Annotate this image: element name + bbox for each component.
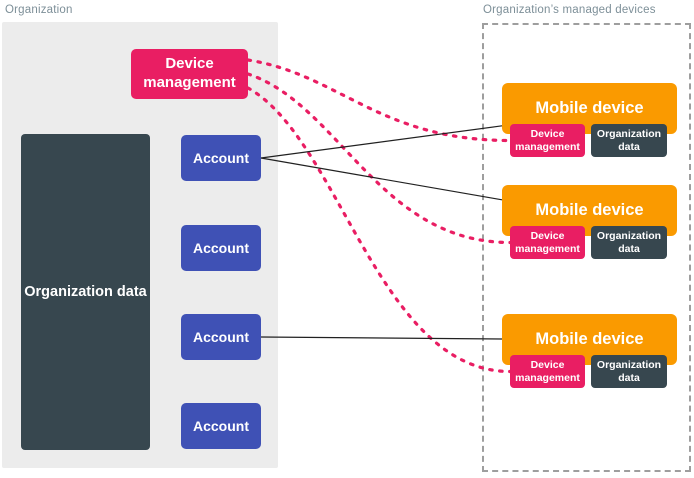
- dm-link-3: [246, 86, 512, 374]
- device-1-orgdata-chip: Organization data: [591, 124, 667, 157]
- dm-link-1: [246, 58, 512, 143]
- account-box-4: Account: [181, 403, 261, 449]
- mobile-device-1: Mobile device Device management Organiza…: [502, 83, 677, 199]
- account-box-3: Account: [181, 314, 261, 360]
- account-link-2: [260, 157, 503, 201]
- device-3-dm-chip: Device management: [510, 355, 585, 388]
- account-box-1: Account: [181, 135, 261, 181]
- account-link-3: [260, 336, 503, 340]
- organization-data-box: Organization data: [21, 134, 150, 450]
- mobile-device-3: Mobile device Device management Organiza…: [502, 314, 677, 430]
- mobile-device-2: Mobile device Device management Organiza…: [502, 185, 677, 301]
- dm-link-2: [246, 72, 512, 245]
- device-1-dm-chip: Device management: [510, 124, 585, 157]
- managed-devices-label: Organization’s managed devices: [483, 4, 656, 16]
- account-box-2: Account: [181, 225, 261, 271]
- device-management-box: Device management: [131, 49, 248, 99]
- organization-label: Organization: [5, 4, 73, 16]
- device-2-orgdata-chip: Organization data: [591, 226, 667, 259]
- device-3-orgdata-chip: Organization data: [591, 355, 667, 388]
- device-2-dm-chip: Device management: [510, 226, 585, 259]
- account-link-1: [260, 125, 503, 159]
